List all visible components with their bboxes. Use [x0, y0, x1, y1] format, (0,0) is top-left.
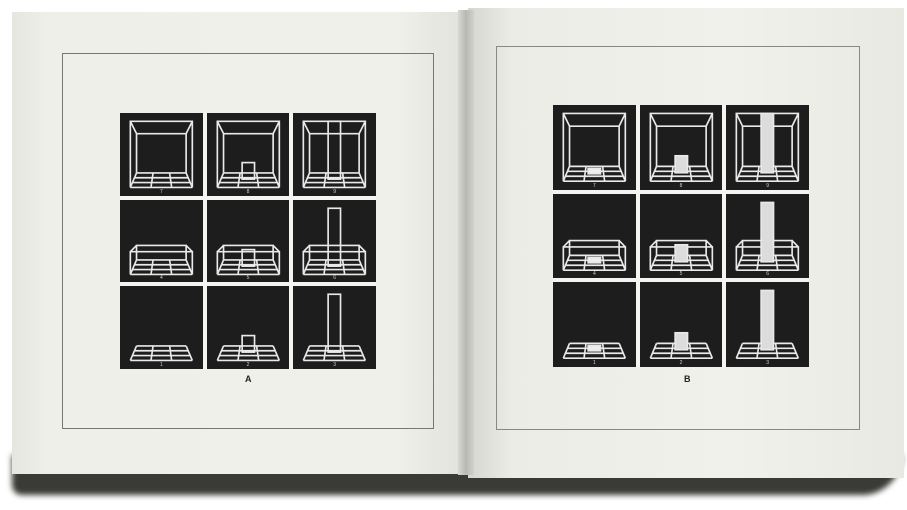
figure-cell: 4 [120, 200, 203, 283]
wireframe-drawing [726, 282, 809, 367]
center-column [242, 336, 254, 353]
figure-label-b: B [684, 374, 691, 384]
center-column [761, 113, 773, 172]
figure-cell: 1 [553, 282, 636, 367]
floor-grid [130, 173, 192, 187]
wireframe-drawing [120, 286, 203, 369]
figure-cell: 8 [207, 113, 290, 196]
cell-number: 2 [207, 362, 290, 368]
wireframe-drawing [120, 113, 203, 196]
figure-cell: 4 [553, 194, 636, 279]
cell-number: 5 [640, 271, 723, 277]
wireframe-drawing [207, 113, 290, 196]
figure-label-a: A [245, 374, 252, 384]
floor-grid [304, 346, 366, 360]
wireframe-drawing [726, 105, 809, 190]
cell-number: 9 [293, 189, 376, 195]
wireframe-drawing [120, 200, 203, 283]
wireframe-drawing [207, 286, 290, 369]
floor-grid [130, 346, 192, 360]
floor-grid [130, 260, 192, 274]
center-column [588, 257, 600, 262]
figure-cell: 6 [726, 194, 809, 279]
center-column [675, 333, 687, 350]
figure-cell: 7 [120, 113, 203, 196]
floor-grid [217, 260, 279, 274]
wireframe-drawing [553, 105, 636, 190]
figure-cell: 5 [207, 200, 290, 283]
center-column [761, 202, 773, 261]
cell-number: 5 [207, 275, 290, 281]
cell-number: 7 [120, 189, 203, 195]
figure-cell: 3 [726, 282, 809, 367]
figure-cell: 5 [640, 194, 723, 279]
center-column [761, 291, 773, 350]
center-column [328, 208, 340, 266]
cell-number: 9 [726, 183, 809, 189]
cell-number: 7 [553, 183, 636, 189]
wireframe-drawing [726, 194, 809, 279]
wireframe-drawing [293, 113, 376, 196]
cell-number: 2 [640, 360, 723, 366]
wireframe-drawing [207, 200, 290, 283]
center-column [588, 346, 600, 351]
figure-cell: 3 [293, 286, 376, 369]
figure-cell: 1 [120, 286, 203, 369]
wireframe-drawing [293, 200, 376, 283]
figure-cell: 2 [640, 282, 723, 367]
figure-cell: 7 [553, 105, 636, 190]
cell-number: 8 [207, 189, 290, 195]
center-column [675, 244, 687, 261]
wireframe-drawing [640, 105, 723, 190]
cell-number: 3 [293, 362, 376, 368]
book-gutter [458, 10, 474, 475]
floor-grid [217, 346, 279, 360]
center-column [328, 295, 340, 353]
cell-number: 4 [553, 271, 636, 277]
figure-cell: 6 [293, 200, 376, 283]
cell-number: 1 [553, 360, 636, 366]
wireframe-drawing [640, 282, 723, 367]
floor-grid [304, 173, 366, 187]
figure-cell: 9 [293, 113, 376, 196]
center-column [588, 168, 600, 173]
floor-grid [304, 260, 366, 274]
cell-number: 3 [726, 360, 809, 366]
center-column [328, 121, 340, 179]
figure-cell: 9 [726, 105, 809, 190]
figure-cell: 2 [207, 286, 290, 369]
cell-number: 6 [293, 275, 376, 281]
center-column [675, 156, 687, 173]
wireframe-drawing [553, 282, 636, 367]
wireframe-drawing [553, 194, 636, 279]
wireframe-drawing [293, 286, 376, 369]
center-column [242, 163, 254, 180]
cell-number: 8 [640, 183, 723, 189]
wireframe-drawing [640, 194, 723, 279]
figure-cell: 8 [640, 105, 723, 190]
cell-number: 6 [726, 271, 809, 277]
cell-number: 4 [120, 275, 203, 281]
cell-number: 1 [120, 362, 203, 368]
floor-grid [217, 173, 279, 187]
